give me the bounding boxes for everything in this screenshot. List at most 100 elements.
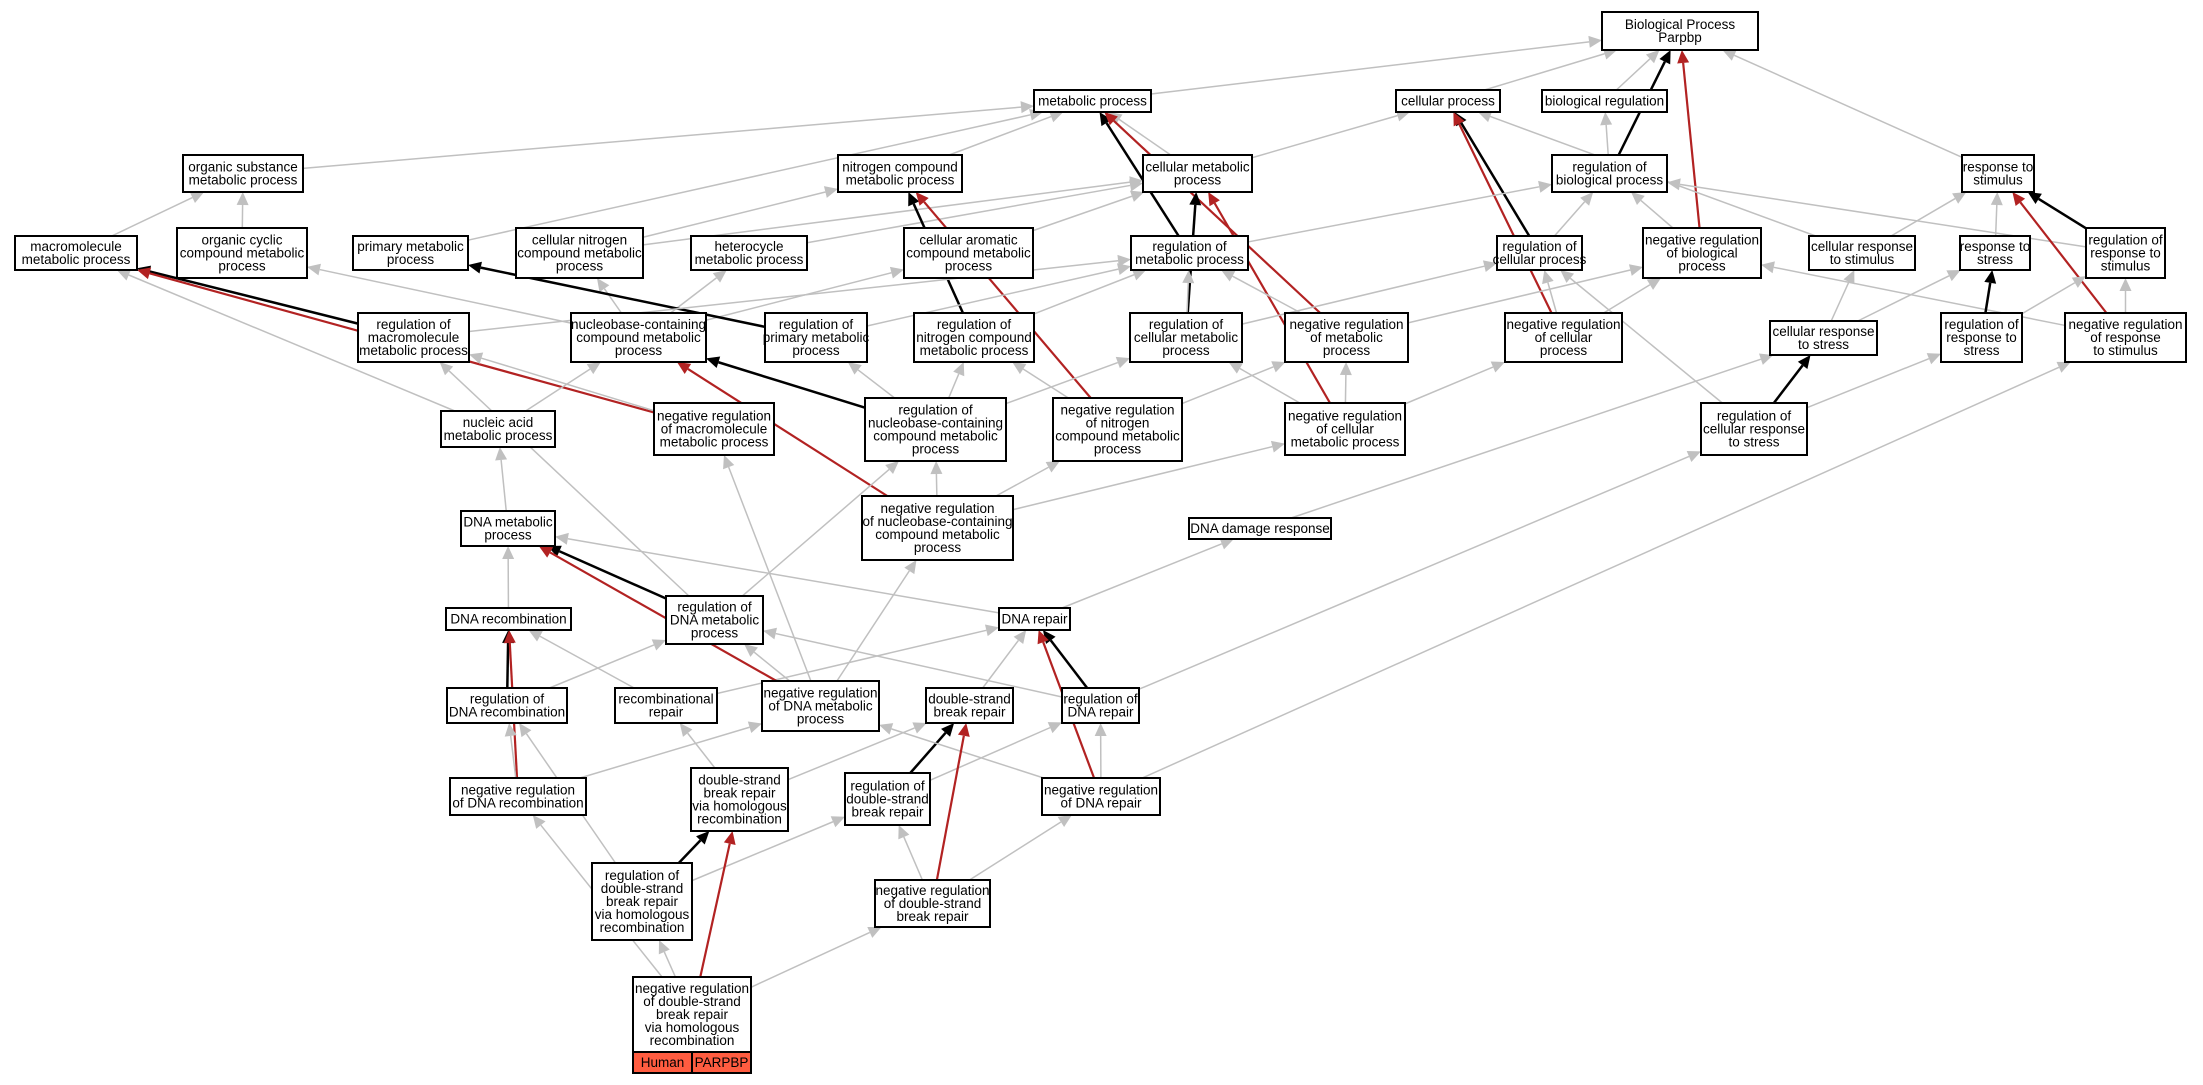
- edge-cellmet-to-cellular: [1251, 109, 1410, 159]
- edge-line: [1772, 364, 1804, 404]
- node-box: [1395, 89, 1501, 113]
- node-box: [449, 777, 587, 816]
- node-label-line: nucleobase-containing: [571, 317, 706, 332]
- node-label-line: negative regulation: [1044, 783, 1158, 798]
- edge-negregnitro-to-negregmet: [1181, 361, 1286, 405]
- go-term-node-bioreg[interactable]: biological regulation: [1541, 89, 1668, 113]
- edge-negregmet-to-metabolic: [1104, 112, 1321, 314]
- edge-regmet-to-regbio: [1247, 180, 1552, 243]
- node-label-line: break repair: [896, 909, 969, 924]
- edge-line: [1890, 197, 1956, 237]
- edge-arrowhead: [189, 192, 205, 204]
- node-label-line: response to: [1963, 160, 2034, 175]
- edge-line: [929, 726, 1051, 782]
- edge-regdsb-to-dsbrepair: [909, 723, 955, 774]
- node-label-line: cellular response: [1772, 324, 1874, 339]
- go-term-node-metabolic[interactable]: metabolic process: [1033, 89, 1152, 113]
- edge-negregmet-to-regmet: [1221, 270, 1302, 314]
- edge-negregbio-to-regbio: [1631, 192, 1674, 229]
- edge-line: [1458, 123, 1553, 314]
- node-box: [446, 687, 568, 724]
- node-label-line: cellular nitrogen: [532, 233, 627, 248]
- node-box: [2085, 227, 2166, 279]
- go-term-node-dnarepair[interactable]: DNA repair: [998, 607, 1071, 631]
- edge-line: [750, 931, 871, 988]
- edge-arrowhead: [137, 267, 152, 280]
- node-box: [690, 235, 808, 271]
- go-term-node-dnarecomb[interactable]: DNA recombination: [445, 607, 572, 631]
- go-term-node-cellular[interactable]: cellular process: [1395, 89, 1501, 113]
- node-box: [1033, 89, 1152, 113]
- node-label-line: regulation of: [1944, 317, 2019, 332]
- node-box: [1504, 312, 1623, 363]
- edge-recombrepair-to-dnarepair: [716, 624, 999, 695]
- edge-arrowhead: [504, 723, 517, 737]
- node-label-line: compound metabolic: [1055, 429, 1180, 444]
- edge-negregdnarepair-to-regdnarepair: [1094, 723, 1107, 779]
- edge-arrowhead: [2056, 361, 2071, 373]
- node-label-line: negative regulation: [1288, 409, 1402, 424]
- edge-arrowhead: [1600, 112, 1613, 126]
- edge-negregrespstim-to-regrespstim: [2119, 278, 2132, 313]
- edge-line: [806, 184, 1131, 244]
- edge-arrowhead: [1270, 440, 1285, 453]
- edge-line: [948, 115, 1052, 156]
- edge-line: [1407, 269, 1631, 324]
- edge-arrowhead: [1037, 630, 1049, 645]
- edge-arrowhead: [847, 362, 862, 375]
- go-term-node-dnadamage[interactable]: DNA damage response: [1188, 517, 1332, 540]
- node-box: [1496, 235, 1583, 271]
- edge-arrowhead: [706, 356, 721, 368]
- go-term-node-regnucleo[interactable]: regulation ofnucleobase-containingcompou…: [864, 397, 1007, 462]
